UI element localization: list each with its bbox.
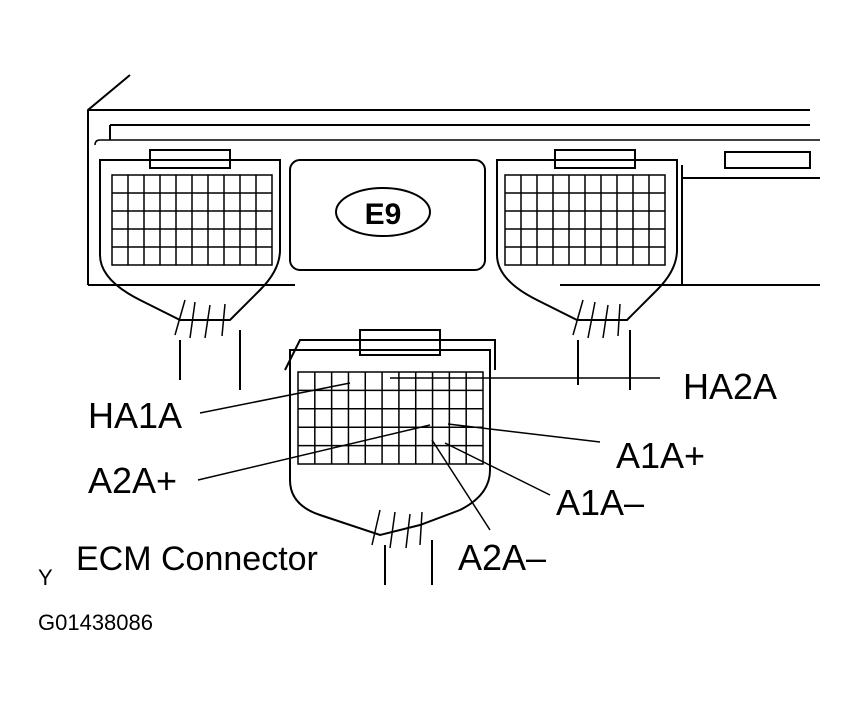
leader-lines [197, 377, 660, 531]
corner-mark: Y [38, 565, 53, 590]
left-upper-connector [99, 149, 281, 390]
label-a2a-minus: A2A– [458, 537, 546, 578]
diagram-caption: ECM Connector [76, 540, 318, 578]
main-ecm-connector [284, 329, 496, 585]
ecm-housing [87, 74, 820, 286]
figure-id: G01438086 [38, 610, 153, 635]
label-a1a-minus: A1A– [556, 482, 644, 523]
label-ha2a: HA2A [683, 366, 777, 407]
label-a2a-plus: A2A+ [88, 460, 177, 501]
e9-plate: E9 [289, 159, 486, 271]
label-ha1a: HA1A [88, 395, 182, 436]
far-right-connector [681, 151, 820, 285]
right-upper-connector [496, 149, 678, 390]
module-tag: E9 [365, 198, 402, 231]
label-a1a-plus: A1A+ [616, 435, 705, 476]
